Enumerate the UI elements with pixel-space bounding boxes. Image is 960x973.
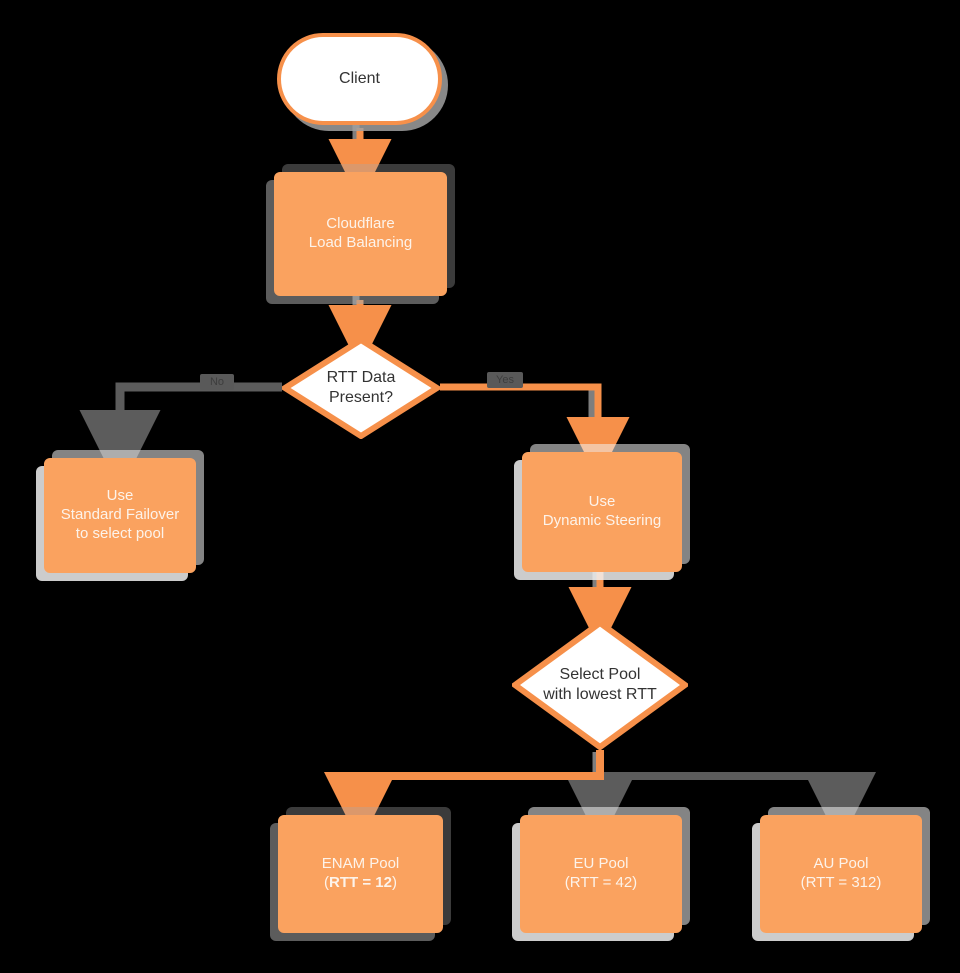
node-selectpool-line2: with lowest RTT xyxy=(543,686,657,703)
node-eu-pool[interactable]: EU Pool (RTT = 42) xyxy=(520,815,682,933)
node-rttdecision-line2: Present? xyxy=(328,389,394,406)
node-cloudflare-load-balancing[interactable]: Cloudflare Load Balancing xyxy=(274,172,447,296)
edge-rttdecision-to-dynamicsteering xyxy=(440,383,630,480)
node-enampool-line2: (RTT = 12) xyxy=(322,874,400,893)
node-select-pool-lowest-rtt[interactable]: Select Pool with lowest RTT xyxy=(512,620,688,750)
edge-rttdecision-to-standardfailover xyxy=(79,382,282,491)
node-enampool-line1: ENAM Pool xyxy=(321,855,400,873)
node-enampool-rtt-value: RTT = 12 xyxy=(329,874,392,891)
node-enampool-paren-close: ) xyxy=(391,874,397,891)
node-eupool-line1: EU Pool xyxy=(573,855,629,873)
node-eupool-line2: (RTT = 42) xyxy=(564,874,638,891)
node-standardfailover-line3: to select pool xyxy=(75,524,165,542)
node-loadbalancing-line1: Cloudflare xyxy=(326,215,395,233)
node-client-label: Client xyxy=(339,70,380,87)
diamond-shape-icon xyxy=(282,337,440,439)
edge-label-yes: Yes xyxy=(487,372,523,389)
node-dynamicsteering-line2: Dynamic Steering xyxy=(542,512,662,529)
node-rtt-data-present[interactable]: RTT Data Present? xyxy=(282,337,440,439)
diamond-shape-icon xyxy=(512,620,688,750)
node-loadbalancing-line2: Load Balancing xyxy=(308,234,413,251)
node-dynamicsteering-line1: Use xyxy=(588,493,616,511)
node-enampool-paren-open: ( xyxy=(324,874,330,891)
node-aupool-line2: (RTT = 312) xyxy=(800,874,882,891)
node-rttdecision-line1: RTT Data xyxy=(326,369,396,386)
node-standardfailover-line1: Use xyxy=(106,487,134,505)
node-au-pool[interactable]: AU Pool (RTT = 312) xyxy=(760,815,922,933)
node-standard-failover[interactable]: Use Standard Failover to select pool xyxy=(44,458,196,573)
edge-label-no: No xyxy=(200,374,234,391)
edge-selectpool-to-aupool xyxy=(600,772,876,844)
node-selectpool-line1: Select Pool xyxy=(559,666,641,683)
node-aupool-line1: AU Pool xyxy=(813,855,869,873)
node-enam-pool[interactable]: ENAM Pool (RTT = 12) xyxy=(278,815,443,933)
node-standardfailover-line2: Standard Failover xyxy=(60,506,180,524)
node-client[interactable]: Client xyxy=(277,33,442,125)
edge-selectpool-to-enampool xyxy=(324,750,604,844)
node-dynamic-steering[interactable]: Use Dynamic Steering xyxy=(522,452,682,572)
